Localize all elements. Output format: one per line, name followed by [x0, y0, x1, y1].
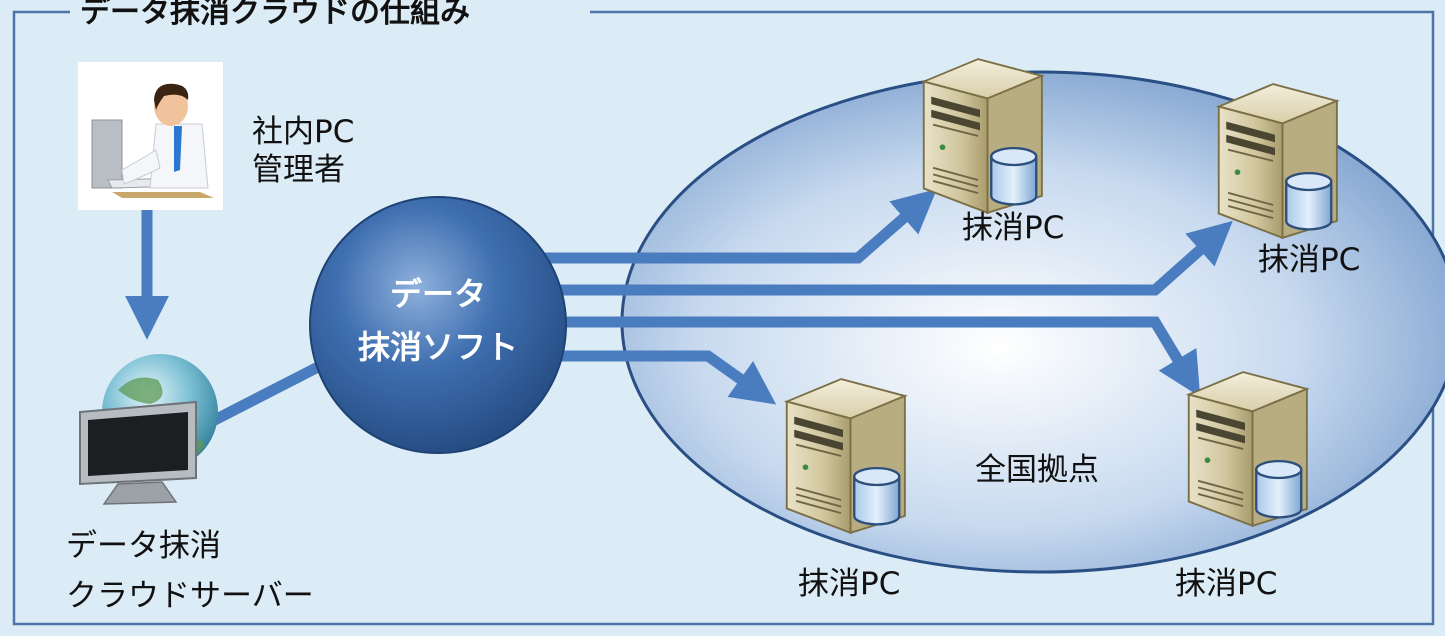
erasure-pc-server-icon-top: [922, 57, 1044, 214]
pc-label-top: 抹消PC: [962, 210, 1064, 246]
arm-icon: [121, 149, 161, 185]
server-label-line1: データ抹消: [66, 528, 221, 564]
pc-label-right: 抹消PC: [1258, 242, 1360, 278]
pc-label-bottom-left: 抹消PC: [798, 566, 900, 602]
monitor-icon: [91, 119, 123, 189]
admin-illustration: [78, 62, 223, 210]
erasure-software-circle: [309, 196, 567, 454]
monitor-screen-icon: [88, 412, 188, 476]
distribution-arrows: [515, 188, 1233, 405]
cloud-server-icon: [79, 354, 218, 505]
diagram-frame: [12, 10, 1435, 626]
server-label-line2: クラウドサーバー: [66, 578, 314, 614]
arrow-to-pc-right: [555, 220, 1233, 296]
erasure-pc-server-icon-bottom-left: [785, 377, 907, 534]
diagram-title: データ抹消クラウドの仕組み: [80, 0, 470, 30]
desk-icon: [112, 192, 214, 198]
software-label-line1: データ: [390, 275, 486, 313]
tie-icon: [174, 126, 182, 172]
erasure-pc-server-icon-bottom-right: [1187, 370, 1309, 527]
erasure-pc-server-icon-right: [1217, 82, 1339, 239]
software-label-line2: 抹消ソフト: [358, 328, 518, 366]
admin-label-line2: 管理者: [252, 152, 345, 188]
hair-icon: [154, 83, 189, 110]
admin-label-line1: 社内PC: [252, 114, 354, 150]
connector-server-software: [202, 362, 321, 430]
arrow-to-pc-bottom-left: [555, 350, 777, 405]
monitor-stand-icon: [102, 481, 178, 505]
arrow-to-pc-bottom-right: [555, 316, 1201, 397]
arrow-to-pc-top: [515, 188, 937, 264]
region-label: 全国拠点: [975, 452, 1099, 488]
pc-label-bottom-right: 抹消PC: [1175, 566, 1277, 602]
